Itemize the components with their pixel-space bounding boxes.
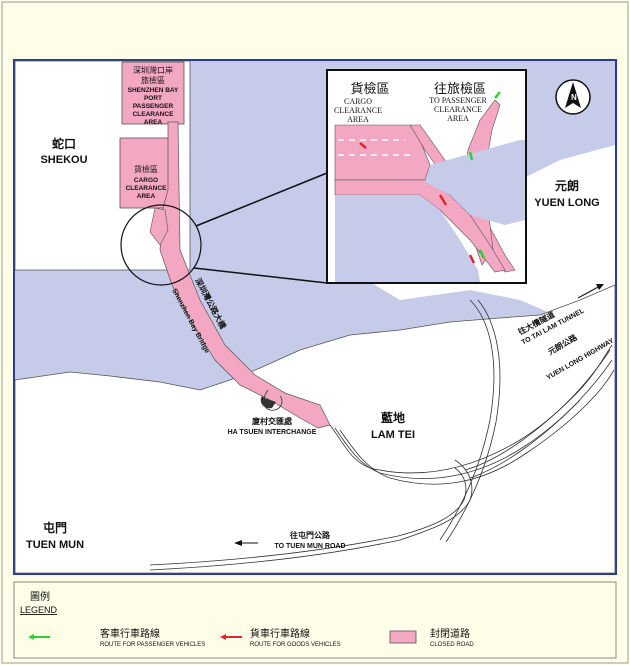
bridge-closed-road <box>159 121 331 429</box>
cargo-label-cn: 貨檢區 <box>134 164 158 174</box>
port-label-cn2: 旅檢區 <box>141 75 165 85</box>
inset-detail-map: 貨檢區 CARGO CLEARANCE AREA 往旅檢區 TO PASSENG… <box>326 69 527 284</box>
zoom-circle <box>120 204 202 286</box>
legend-item-0-en: ROUTE FOR PASSENGER VEHICLES <box>100 642 205 648</box>
yuen-long-label-cn: 元朗 <box>555 178 579 193</box>
tuen-mun-label-cn: 屯門 <box>43 520 67 535</box>
legend-title-cn: 圖例 <box>30 590 50 603</box>
legend-item-2-en: CLOSED ROAD <box>430 642 474 648</box>
closed-road-legend-icon <box>389 630 417 644</box>
inset-sea <box>425 140 525 225</box>
inset-passenger-en2: CLEARANCE <box>434 105 482 114</box>
lam-tei-label-en: LAM TEI <box>371 429 415 441</box>
compass-north-icon: N <box>555 79 591 115</box>
road-network <box>149 299 615 571</box>
legend-frame <box>13 581 617 659</box>
goods-route-mark-2 <box>438 194 448 206</box>
interchange-shapes <box>260 396 276 409</box>
port-label-en4: CLEARANCE <box>133 111 174 118</box>
cargo-label-en1: CARGO <box>134 177 158 184</box>
legend-item-0-cn: 客車行車路線 <box>100 627 160 640</box>
inset-connector-line-1 <box>195 172 328 227</box>
port-label-en2: PORT <box>144 95 162 102</box>
interchange-label-en: HA TSUEN INTERCHANGE <box>228 429 317 436</box>
inset-connector-line-2 <box>193 267 328 284</box>
legend-item-1-cn: 貨車行車路線 <box>250 627 310 640</box>
port-label-en3: PASSENGER <box>133 103 174 110</box>
inset-cargo-en2: CLEARANCE <box>334 106 382 115</box>
cargo-label-en2: CLEARANCE <box>126 185 167 192</box>
tai-lam-arrow-icon <box>577 284 604 299</box>
shekou-label-en: SHEKOU <box>40 154 87 166</box>
yuen-long-label-en: YUEN LONG <box>534 197 599 209</box>
interchange-label-cn: 廈村交匯處 <box>251 416 293 426</box>
port-label-en1: SHENZHEN BAY <box>128 87 179 94</box>
lam-tei-label-cn: 藍地 <box>381 410 405 425</box>
port-connector-road <box>149 207 169 246</box>
passenger-route-arrow <box>494 91 501 99</box>
passenger-route-mark-2 <box>478 249 486 259</box>
legend-item-1-en: ROUTE FOR GOODS VEHICLES <box>250 642 341 648</box>
cargo-label-en3: AREA <box>137 193 156 200</box>
passenger-route-mark <box>468 151 474 161</box>
legend-title-en: LEGEND <box>20 605 58 615</box>
tuen-mun-road-label-en: TO TUEN MUN ROAD <box>274 543 345 550</box>
tuen-mun-road-label-cn: 往屯門公路 <box>290 530 331 540</box>
tuen-mun-arrow-icon <box>234 540 258 546</box>
inset-passenger-en3: AREA <box>447 114 469 123</box>
inset-passenger-en1: TO PASSENGER <box>429 96 487 105</box>
inset-sea-lower <box>335 195 480 282</box>
goods-route-mark-3 <box>468 254 476 264</box>
goods-route-mark-1 <box>359 142 367 149</box>
inset-cargo-en1: CARGO <box>344 97 372 106</box>
compass-label: N <box>571 93 577 102</box>
inset-cargo-cn: 貨檢區 <box>350 81 389 96</box>
legend-item-2-cn: 封閉道路 <box>430 627 470 640</box>
tuen-mun-label-en: TUEN MUN <box>26 539 84 551</box>
inset-cargo-en3: AREA <box>347 115 369 124</box>
passenger-clearance-area <box>121 61 185 125</box>
legend: 圖例 LEGEND 客車行車路線 ROUTE FOR PASSENGER VEH… <box>13 581 617 659</box>
hong-kong-land <box>14 284 616 574</box>
shekou-label-cn: 蛇口 <box>52 136 76 151</box>
port-label-cn1: 深圳灣口岸 <box>133 65 173 75</box>
port-label-en5: AREA <box>144 119 163 126</box>
inset-passenger-cn: 往旅檢區 <box>434 81 486 96</box>
